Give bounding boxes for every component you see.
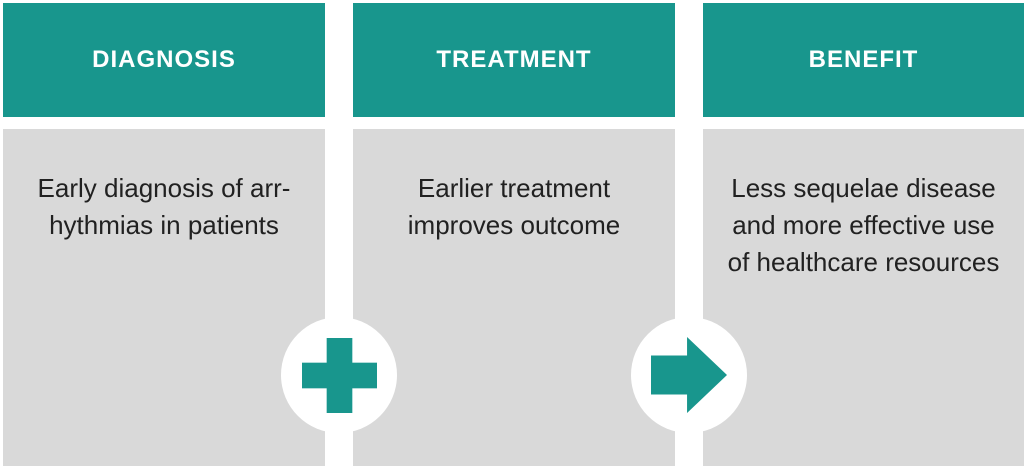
treatment-description-line: Earlier treatment (417, 173, 611, 203)
benefit-description: Less sequelae disease and more effective… (703, 129, 1024, 281)
diagnosis-title: DIAGNOSIS (92, 46, 236, 73)
treatment-description-line: improves outcome (407, 210, 621, 240)
column-treatment: TREATMENT Earlier treatment improves out… (353, 0, 675, 466)
column-benefit: BENEFIT Less sequelae disease and more e… (703, 0, 1024, 466)
treatment-title: TREATMENT (436, 46, 592, 73)
treatment-header-bar: TREATMENT (353, 3, 675, 117)
benefit-description-line: and more effective use (732, 210, 995, 240)
plus-connector-circle (281, 317, 397, 433)
treatment-description: Earlier treatment improves outcome (353, 129, 675, 244)
column-diagnosis: DIAGNOSIS Early diagnosis of arr- hythmi… (3, 0, 325, 466)
diagnosis-panel: Early diagnosis of arr- hythmias in pati… (3, 129, 325, 466)
benefit-panel: Less sequelae disease and more effective… (703, 129, 1024, 466)
arrow-connector-circle (631, 317, 747, 433)
plus-icon (301, 337, 377, 413)
diagnosis-description: Early diagnosis of arr- hythmias in pati… (3, 129, 325, 244)
treatment-panel: Earlier treatment improves outcome (353, 129, 675, 466)
benefit-title: BENEFIT (808, 46, 919, 73)
benefit-header-bar: BENEFIT (703, 3, 1024, 117)
diagnosis-header-bar: DIAGNOSIS (3, 3, 325, 117)
diagnosis-description-line: Early diagnosis of arr- (37, 173, 291, 203)
diagnosis-description-line: hythmias in patients (49, 210, 279, 240)
arrow-right-icon (651, 337, 727, 413)
benefit-description-line: Less sequelae disease (731, 173, 996, 203)
benefit-description-line: of healthcare resources (727, 247, 1000, 277)
